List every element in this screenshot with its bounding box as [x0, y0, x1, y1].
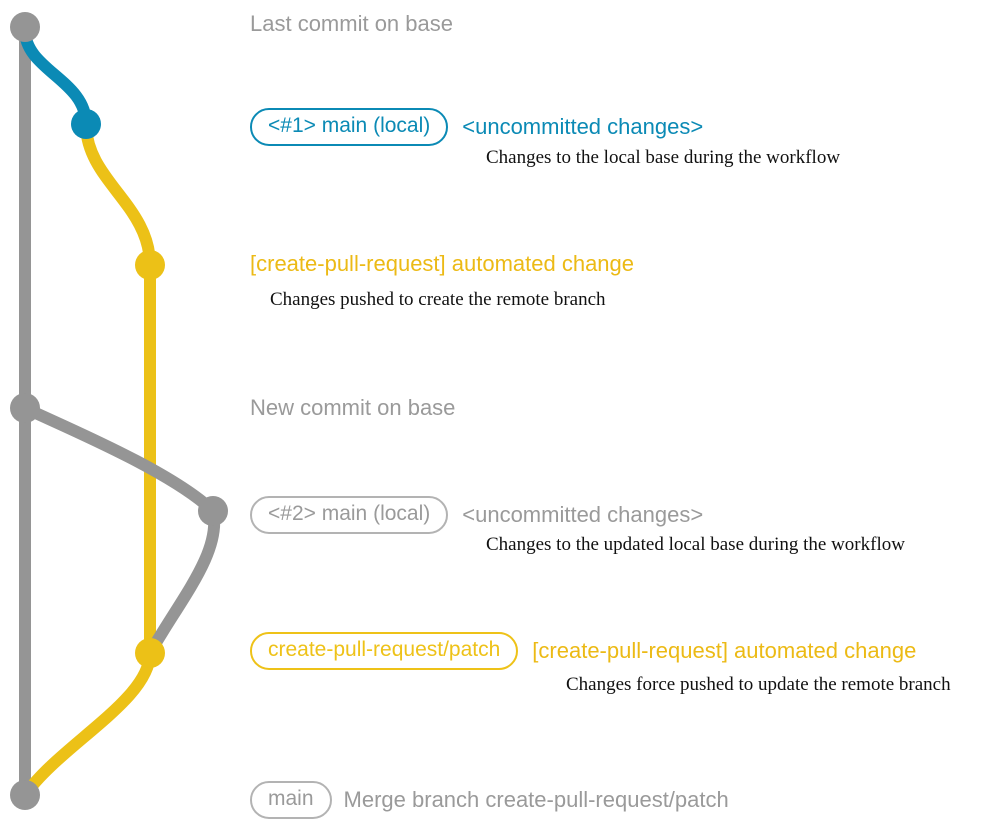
- branch-pill-main-local-1[interactable]: <#1> main (local): [250, 108, 449, 146]
- row-last-commit-on-base: Last commit on base: [250, 12, 453, 36]
- commit-node-patch-update: [135, 638, 165, 668]
- row-automated-change-update: create-pull-request/patch [create-pull-r…: [250, 632, 916, 670]
- branch-pill-main[interactable]: main: [250, 781, 332, 819]
- yellow-branch-line-upper: [80, 118, 156, 271]
- row-local-uncommitted-2: <#2> main (local) <uncommitted changes>: [250, 496, 703, 534]
- row-head: main Merge branch create-pull-request/pa…: [250, 781, 729, 819]
- commit-subject: [create-pull-request] automated change: [532, 638, 917, 663]
- commit-subject: Last commit on base: [250, 11, 453, 36]
- row-automated-change-create: [create-pull-request] automated change: [250, 252, 634, 276]
- commit-description: Changes to the updated local base during…: [486, 534, 905, 555]
- commit-subject: [create-pull-request] automated change: [250, 251, 635, 276]
- commit-description: Changes force pushed to update the remot…: [566, 674, 951, 695]
- row-head: <#1> main (local) <uncommitted changes>: [250, 108, 703, 146]
- commit-subject: Merge branch create-pull-request/patch: [343, 787, 729, 812]
- yellow-merge-line: [19, 647, 156, 801]
- row-local-uncommitted-1: <#1> main (local) <uncommitted changes>: [250, 108, 703, 146]
- commit-node-base-top: [10, 12, 40, 42]
- commit-node-local-1: [71, 109, 101, 139]
- row-new-commit-on-base: New commit on base: [250, 396, 455, 420]
- row-merge-branch: main Merge branch create-pull-request/pa…: [250, 781, 729, 819]
- commit-node-base-new: [10, 393, 40, 423]
- branch-pill-main-local-2[interactable]: <#2> main (local): [250, 496, 449, 534]
- row-head: <#2> main (local) <uncommitted changes>: [250, 496, 703, 534]
- commit-description: Changes to the local base during the wor…: [486, 147, 841, 168]
- commit-subject: <uncommitted changes>: [462, 502, 704, 527]
- commit-node-local-2: [198, 496, 228, 526]
- row-head: [create-pull-request] automated change: [250, 252, 634, 276]
- commit-subject: <uncommitted changes>: [462, 114, 704, 139]
- branch-pill-create-pull-request-patch[interactable]: create-pull-request/patch: [250, 632, 519, 670]
- row-head: create-pull-request/patch [create-pull-r…: [250, 632, 916, 670]
- commit-node-patch-create: [135, 250, 165, 280]
- commit-subject: New commit on base: [250, 395, 456, 420]
- commit-node-merge: [10, 780, 40, 810]
- row-head: New commit on base: [250, 396, 455, 420]
- commit-description: Changes pushed to create the remote bran…: [270, 289, 606, 310]
- row-head: Last commit on base: [250, 12, 453, 36]
